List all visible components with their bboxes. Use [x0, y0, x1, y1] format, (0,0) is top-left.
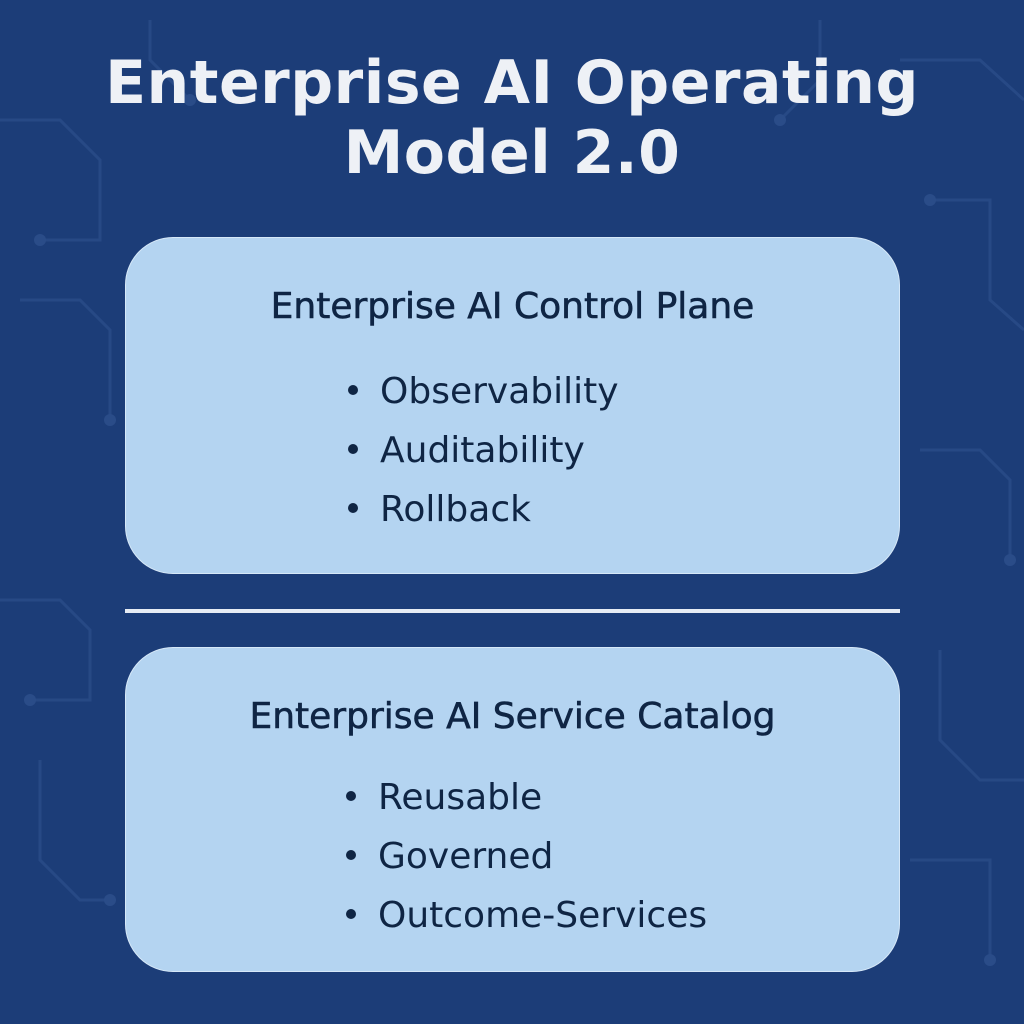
title-line-2: Model 2.0	[343, 118, 681, 188]
divider	[125, 609, 900, 613]
list-item-label: Auditability	[380, 430, 585, 471]
control-plane-list: Observability Auditability Rollback	[348, 362, 619, 539]
list-item: Rollback	[348, 480, 619, 539]
bullet-icon	[348, 503, 358, 513]
bullet-icon	[348, 444, 358, 454]
bullet-icon	[346, 850, 356, 860]
bullet-icon	[346, 909, 356, 919]
list-item: Outcome-Services	[346, 886, 707, 945]
page-title: Enterprise AI Operating Model 2.0	[0, 48, 1024, 188]
list-item-label: Observability	[380, 371, 619, 412]
list-item: Governed	[346, 827, 707, 886]
list-item-label: Governed	[378, 836, 554, 877]
bullet-icon	[346, 791, 356, 801]
title-line-1: Enterprise AI Operating	[105, 48, 919, 118]
service-catalog-list: Reusable Governed Outcome-Services	[346, 768, 707, 945]
list-item-label: Reusable	[378, 777, 543, 818]
control-plane-heading: Enterprise AI Control Plane	[270, 286, 755, 328]
control-plane-card: Enterprise AI Control Plane Observabilit…	[125, 237, 900, 574]
list-item-label: Rollback	[380, 489, 531, 530]
service-catalog-heading: Enterprise AI Service Catalog	[249, 696, 776, 738]
list-item-label: Outcome-Services	[378, 895, 708, 936]
bullet-icon	[348, 385, 358, 395]
list-item: Observability	[348, 362, 619, 421]
list-item: Reusable	[346, 768, 707, 827]
service-catalog-card: Enterprise AI Service Catalog Reusable G…	[125, 647, 900, 972]
list-item: Auditability	[348, 421, 619, 480]
